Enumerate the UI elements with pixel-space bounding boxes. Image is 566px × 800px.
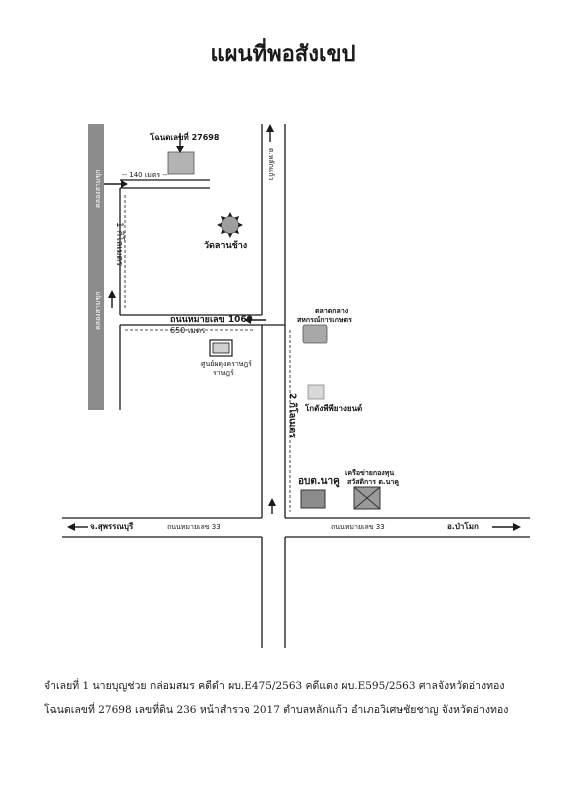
tambon-office-label: อบต.นาคู xyxy=(298,476,340,487)
community-center-label-2: ราษฎร์ xyxy=(213,369,234,377)
fund-network-label-1: เครือข่ายกองทุน xyxy=(345,469,395,477)
caption-line-1: จำเลยที่ 1 นายบุญช่วย กล่อมสมร คดีดำ ผบ.… xyxy=(44,680,505,692)
plot-label: โฉนดเลขที่ 27698 xyxy=(150,133,220,142)
market-label-1: ตลาดกลาง xyxy=(315,307,349,315)
distance-140m: -- 140 เมตร -- xyxy=(122,171,168,179)
road-33-right-label: ถนนหมายเลข 33 xyxy=(331,523,385,531)
warehouse-label: โกดังพีพียางยนต์ xyxy=(305,404,363,413)
to-lak-kaeo-label: ต.หลักแก้ว xyxy=(267,148,275,181)
caption-line-2: โฉนดเลขที่ 27698 เลขที่ดิน 236 หน้าสำรวจ… xyxy=(44,704,509,716)
distance-650m: 650 เมตร xyxy=(170,326,206,335)
fund-network-label-2: สวัสดิการ ต.นาคู xyxy=(347,478,399,486)
canal-strip xyxy=(88,124,104,410)
distance-1km: 1 กิโลเมตร xyxy=(114,222,124,267)
road-33-left-label: ถนนหมายเลข 33 xyxy=(167,523,221,531)
road-1069-label: ถนนหมายเลข 1069 xyxy=(170,315,253,325)
market-label-2: สหกรณ์การเกษตร xyxy=(297,316,352,324)
plot-box xyxy=(167,151,195,175)
temple-icon xyxy=(217,212,243,238)
to-pamok-label: อ.ป่าโมก xyxy=(447,522,479,531)
distance-2km: 2 กิโลเมตร xyxy=(287,393,297,438)
community-center-label-1: ศูนย์ผดุงคราษฎร์ xyxy=(201,360,252,368)
map-title: แผนที่พอสังเขป xyxy=(210,41,356,67)
to-suphan-label: จ.สุพรรณบุรี xyxy=(90,522,134,531)
temple-label: วัดลานช้าง xyxy=(204,241,248,251)
